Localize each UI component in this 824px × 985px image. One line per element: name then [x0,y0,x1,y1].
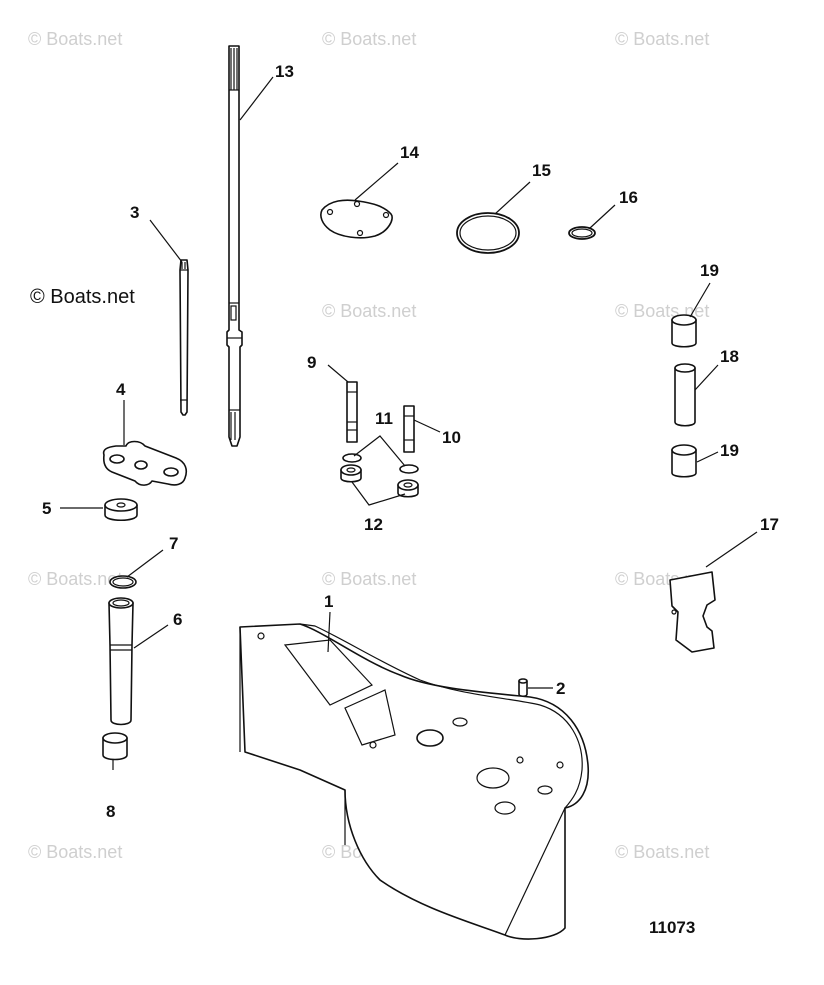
watermark: © Boats.net [28,29,122,49]
leader-1 [327,611,331,653]
leader-7 [126,549,164,578]
watermark: © Boats.net [322,569,416,589]
watermark: © Boats.net [615,842,709,862]
callout-15: 15 [532,161,551,180]
part-15-large-o-ring [456,212,520,254]
part-5-grommet [104,498,138,522]
callout-1: 1 [324,592,333,611]
part-9-stud [346,381,358,443]
leader-15 [494,181,531,215]
callout-9: 9 [307,353,316,372]
callout-3: 3 [130,203,139,222]
callout-18: 18 [720,347,739,366]
leader-11 [353,435,406,467]
callout-14: 14 [400,143,419,162]
callout-10: 10 [442,428,461,447]
watermark: © Boats.net [28,842,122,862]
part-19-bushing-lower [671,444,697,478]
callout-4: 4 [116,380,126,399]
callout-13: 13 [275,62,294,81]
callout-6: 6 [173,610,182,629]
leader-13 [239,76,274,121]
part-2-pin [518,678,528,698]
watermark: © Boats.net [322,301,416,321]
watermark: © Boats.net [615,29,709,49]
leader-16 [589,204,616,229]
leader-lines [60,76,758,770]
part-11-washers [342,453,419,474]
part-13-driveshaft [226,45,243,447]
drawing-number: 11073 [649,918,695,937]
leader-14 [354,162,399,201]
callout-7: 7 [169,534,178,553]
part-12-nuts [340,464,419,498]
callout-12: 12 [364,515,383,534]
part-8-bushing [102,732,128,761]
leader-3 [149,219,183,263]
watermark: © Boats.net [28,569,122,589]
leader-6 [133,624,169,649]
callout-8: 8 [106,802,115,821]
callout-labels: 13 3 4 5 7 6 8 14 15 16 9 10 11 12 19 18… [42,62,779,821]
callout-5: 5 [42,499,51,518]
part-3-shift-shaft [179,259,189,416]
part-14-gasket [320,199,393,239]
callout-16: 16 [619,188,638,207]
part-7-o-ring [109,575,137,589]
callout-17: 17 [760,515,779,534]
leader-10 [413,419,441,433]
callout-19-lower: 19 [720,441,739,460]
part-19-bushing-upper [671,314,697,348]
leader-19-upper [689,282,711,318]
leader-12 [351,481,406,506]
part-4-bracket [102,440,188,486]
leader-19-lower [696,451,719,463]
leader-18 [694,364,719,391]
part-6-tube [108,597,134,726]
leader-17 [705,531,758,568]
leader-9 [327,364,349,383]
callout-11: 11 [375,409,393,428]
part-16-small-o-ring [568,226,596,240]
watermark-strong: © Boats.net [30,286,135,308]
part-18-sleeve [674,363,696,427]
part-1-driveshaft-housing [239,623,590,940]
callout-2: 2 [556,679,565,698]
watermark: © Boats.net [322,29,416,49]
part-17-plate [669,571,716,653]
callout-19-upper: 19 [700,261,719,280]
part-10-stud [403,405,415,453]
